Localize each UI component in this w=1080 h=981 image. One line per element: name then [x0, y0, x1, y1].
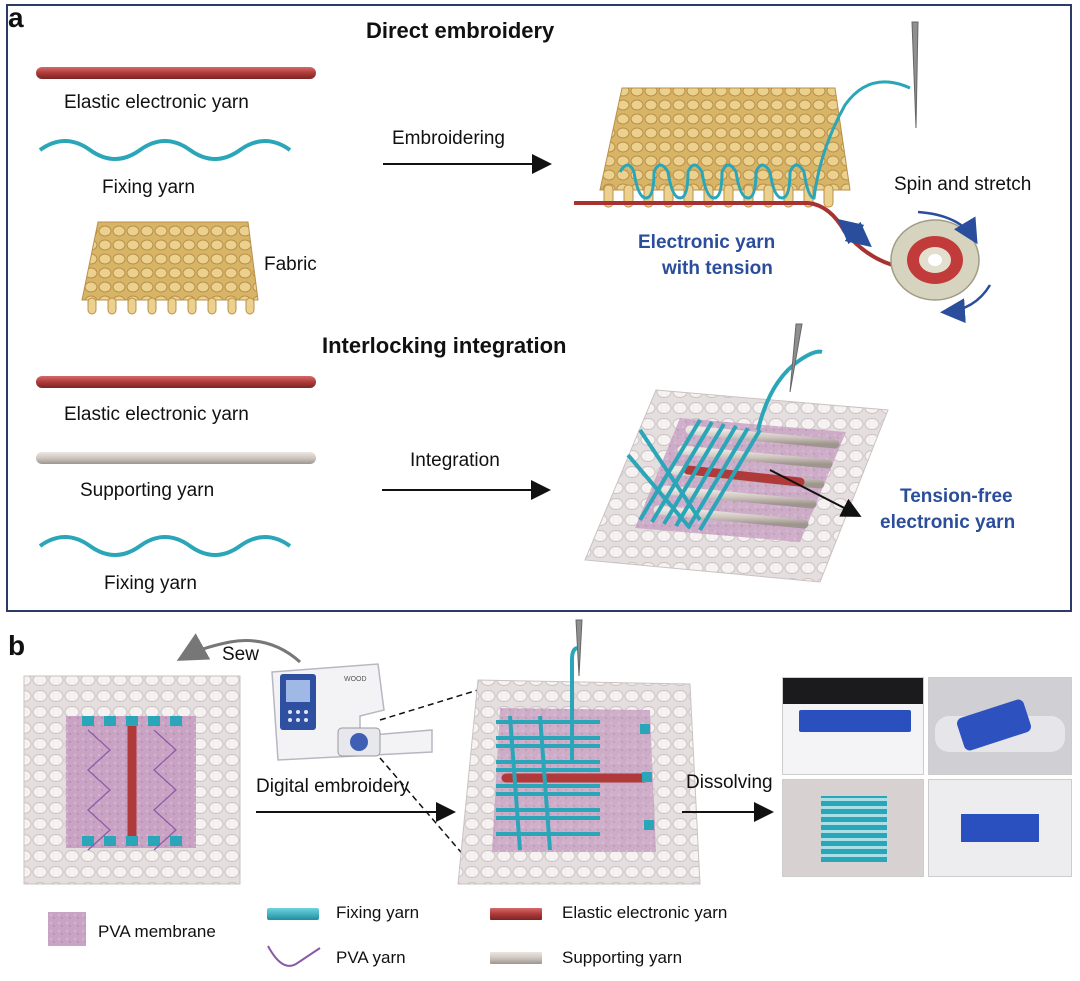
legend-pva-membrane-label: PVA membrane [98, 922, 216, 941]
panel-b-letter: b [8, 630, 26, 661]
supporting-yarn-label: Supporting yarn [80, 480, 215, 501]
legend-fixing-yarn-label: Fixing yarn [336, 903, 420, 922]
legend-elastic-yarn-label: Elastic electronic yarn [562, 903, 728, 922]
top-fixing-label: Fixing yarn [102, 177, 195, 198]
tension-label-line1: Electronic yarn [638, 232, 776, 253]
photo-flat-stretch [782, 677, 924, 775]
interlocking-title: Interlocking integration [322, 333, 567, 358]
spool [890, 219, 980, 301]
supporting-yarn-rod [36, 452, 316, 464]
legend-fixing-yarn-swatch [267, 908, 319, 920]
needle-top [911, 21, 919, 129]
embroidering-label: Embroidering [392, 128, 505, 149]
legend-supporting-yarn-label: Supporting yarn [562, 948, 683, 967]
fixing-yarn-stitches [618, 80, 911, 200]
legend-pva-yarn-swatch [267, 945, 321, 967]
needle-interlock [789, 323, 803, 393]
spin-arrow-bottom [940, 284, 992, 324]
sew-arrow [176, 633, 302, 664]
legend-supporting-yarn-swatch [490, 952, 542, 964]
fixing-yarn-wave-bottom [38, 535, 292, 557]
panel-a-letter: a [8, 2, 24, 33]
legend-pva-membrane-swatch [48, 912, 86, 946]
tension-double-arrow [837, 218, 872, 248]
direct-embroidery-title: Direct embroidery [366, 18, 555, 43]
tension-label-line2: with tension [662, 258, 773, 279]
elastic-yarn-rod-top [36, 67, 316, 79]
elastic-yarn-rod-bottom [36, 376, 316, 388]
direct-embroidery-illustration [574, 21, 992, 324]
photo-teal-embroidery [782, 779, 924, 877]
pva-fabric-sample [23, 675, 241, 885]
panel-a-frame [6, 4, 1072, 612]
fixing-yarn-wave-top [38, 139, 292, 161]
tension-free-line1: Tension-free [900, 486, 1013, 507]
zoom-line-bottom [379, 757, 467, 859]
spin-arrow-top [917, 210, 978, 245]
bottom-elastic-label: Elastic electronic yarn [64, 404, 249, 425]
embroidery-machine [271, 663, 433, 761]
fabric-label: Fabric [264, 254, 317, 275]
sew-label: Sew [222, 644, 259, 665]
digital-embroidery-label: Digital embroidery [256, 776, 410, 797]
needle-middle [575, 619, 583, 677]
spin-stretch-label: Spin and stretch [894, 174, 1032, 195]
photo-blue-patch [928, 779, 1072, 877]
fabric-swatch [81, 221, 259, 315]
embroidered-fabric [457, 619, 701, 885]
photo-wrapped-cylinder [928, 677, 1072, 775]
zoom-line-top [379, 689, 479, 721]
interlocking-illustration [584, 323, 889, 583]
integration-label: Integration [410, 450, 500, 471]
tension-free-line2: electronic yarn [880, 512, 1016, 533]
machine-brand-label: WOOD [344, 676, 367, 683]
bottom-fixing-label: Fixing yarn [104, 573, 197, 594]
dissolving-label: Dissolving [686, 772, 773, 793]
legend-elastic-yarn-swatch [490, 908, 542, 920]
tension-free-pointer [769, 469, 862, 517]
legend-pva-yarn-label: PVA yarn [336, 948, 406, 967]
top-elastic-label: Elastic electronic yarn [64, 92, 249, 113]
